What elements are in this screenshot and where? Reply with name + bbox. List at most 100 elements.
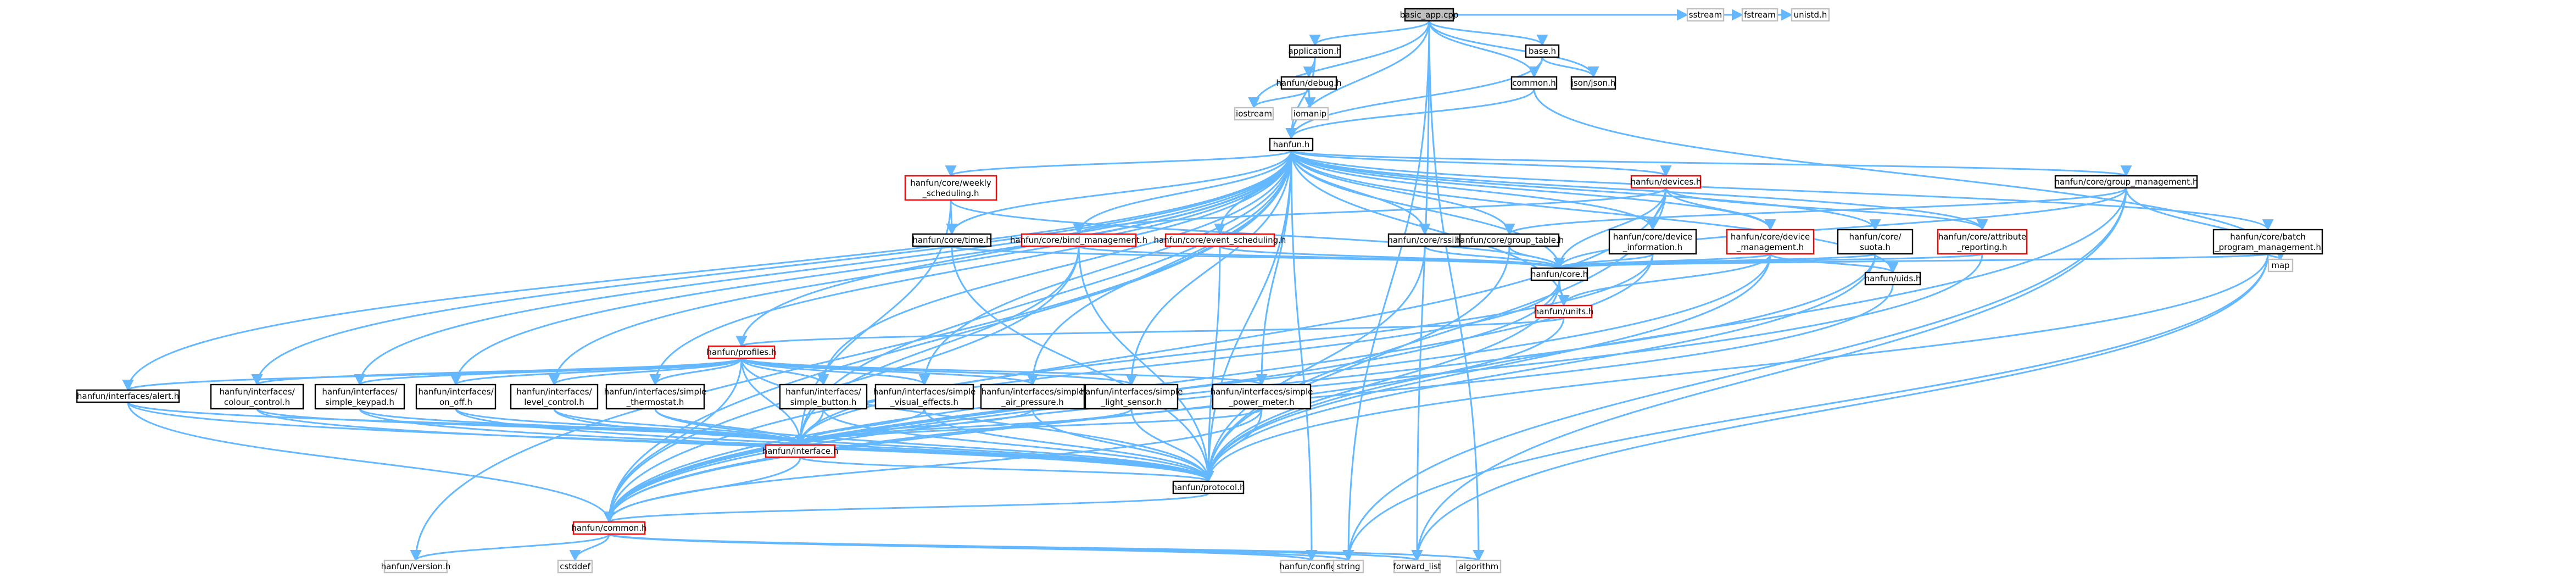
- edge-hanfun_h-to-hanfun_version: [410, 150, 1292, 562]
- node-profiles-h[interactable]: hanfun/profiles.h: [706, 345, 777, 359]
- edge-hanfun_debug_h-to-iostream: [1248, 88, 1310, 109]
- node-box: [1791, 8, 1830, 22]
- node-label: hanfun/units.h: [1534, 307, 1594, 316]
- node-label: hanfun/interfaces/level_control.h: [516, 387, 592, 408]
- node-box: [904, 175, 997, 201]
- edge-core_time-to-core_h: [951, 245, 1565, 270]
- edge-event_scheduling-to-core_h: [1219, 245, 1565, 270]
- node-uids-h[interactable]: hanfun/uids.h: [1865, 271, 1921, 286]
- node-group-table[interactable]: hanfun/core/group_table.h: [1455, 233, 1564, 247]
- edge-level_control-to-interface_h: [553, 408, 806, 447]
- edge-group_table-to-protocol_h: [1202, 246, 1510, 483]
- node-level-control[interactable]: hanfun/interfaces/level_control.h: [510, 384, 599, 410]
- edge-alert_h-to-hanfun_common: [127, 402, 615, 524]
- node-simple-air[interactable]: hanfun/interfaces/simple_air_pressure.h: [980, 384, 1085, 410]
- node-core-h[interactable]: hanfun/core.h: [1530, 267, 1588, 281]
- node-colour-control[interactable]: hanfun/interfaces/colour_control.h: [210, 384, 304, 410]
- edge-root-to-iostream: [1248, 20, 1430, 109]
- edge-hanfun_h-to-level_control: [548, 150, 1292, 386]
- node-group-management[interactable]: hanfun/core/group_management.h: [2055, 175, 2198, 189]
- node-suota[interactable]: hanfun/core/suota.h: [1837, 229, 1914, 255]
- node-on-off[interactable]: hanfun/interfaces/on_off.h: [415, 384, 497, 410]
- node-json-json-h[interactable]: json/json.h: [1570, 76, 1616, 90]
- edge-profiles_h-to-simple_keypad: [354, 357, 743, 386]
- node-box: [1570, 76, 1616, 90]
- node-label: hanfun/debug.h: [1276, 78, 1341, 88]
- node-units-h[interactable]: hanfun/units.h: [1534, 304, 1594, 319]
- node-devices-h[interactable]: hanfun/devices.h: [1630, 175, 1702, 189]
- node-cstddef: cstddef: [557, 559, 593, 574]
- node-device-information[interactable]: hanfun/core/device_information.h: [1608, 229, 1697, 255]
- edge-hanfun_h-to-simple_light: [1125, 150, 1292, 386]
- node-box: [1164, 233, 1275, 247]
- edge-root-to-forward_list: [1411, 20, 1430, 562]
- edge-batch_program-to-core_h: [1554, 253, 2269, 270]
- node-box: [1021, 233, 1137, 247]
- node-box: [383, 559, 448, 574]
- node-simple-thermostat[interactable]: hanfun/interfaces/simple_thermostat.h: [604, 384, 707, 410]
- edge-core_rssi-to-core_h: [1424, 246, 1565, 270]
- edge-simple_light-to-protocol_h: [1130, 408, 1214, 483]
- node-box: [1837, 229, 1914, 255]
- node-label: hanfun/core/group_table.h: [1455, 235, 1564, 246]
- node-attribute-reporting[interactable]: hanfun/core/attribute_reporting.h: [1937, 229, 2028, 255]
- node-box: [1686, 8, 1725, 22]
- node-simple-keypad[interactable]: hanfun/interfaces/simple_keypad.h: [314, 384, 405, 410]
- node-box: [1172, 480, 1245, 494]
- edge-hanfun_h-to-attribute_reporting: [1290, 150, 1988, 231]
- node-hanfun-h[interactable]: hanfun.h: [1269, 137, 1314, 152]
- node-hanfun-debug-h[interactable]: hanfun/debug.h: [1276, 76, 1342, 90]
- edge-common_h-to-map: [1533, 88, 2287, 261]
- node-label: hanfun/core/device_information.h: [1613, 232, 1692, 253]
- node-label: hanfun/interfaces/simple_button.h: [785, 387, 861, 408]
- node-event-scheduling[interactable]: hanfun/core/event_scheduling.h: [1154, 233, 1286, 247]
- node-bind-management[interactable]: hanfun/core/bind_management.h: [1010, 233, 1147, 247]
- edge-profiles_h-to-simple_light: [740, 357, 1137, 386]
- edge-root-to-string: [1342, 20, 1430, 562]
- node-batch-program[interactable]: hanfun/core/batch_program_management.h: [2212, 229, 2323, 255]
- node-label: hanfun/devices.h: [1631, 177, 1702, 187]
- node-iomanip: iomanip: [1291, 107, 1329, 121]
- edge-profiles_h-to-simple_button: [740, 358, 829, 386]
- node-simple-button[interactable]: hanfun/interfaces/simple_button.h: [779, 384, 868, 410]
- node-box: [707, 345, 776, 359]
- node-protocol-h[interactable]: hanfun/protocol.h: [1172, 480, 1245, 494]
- node-label: hanfun/interfaces/simple_visual_effects.…: [873, 387, 976, 408]
- node-box: [1291, 107, 1329, 121]
- node-simple-light[interactable]: hanfun/interfaces/simple_light_sensor.h: [1080, 384, 1183, 410]
- node-common-h[interactable]: common.h: [1510, 76, 1558, 90]
- node-simple-visual[interactable]: hanfun/interfaces/simple_visual_effects.…: [873, 384, 976, 410]
- edge-hanfun_h-to-simple_thermostat: [649, 150, 1292, 386]
- node-alert-h[interactable]: hanfun/interfaces/alert.h: [76, 389, 180, 403]
- node-box: [912, 233, 992, 247]
- node-simple-power[interactable]: hanfun/interfaces/simple_power_meter.h: [1211, 384, 1313, 410]
- node-device-management[interactable]: hanfun/core/device_management.h: [1726, 229, 1815, 255]
- node-root: basic_app.cpp: [1400, 8, 1458, 22]
- node-core-time[interactable]: hanfun/core/time.h: [912, 233, 992, 247]
- node-box: [1630, 175, 1702, 189]
- node-label: hanfun/interfaces/simple_air_pressure.h: [982, 387, 1084, 408]
- edge-profiles_h-to-interface_h: [740, 358, 806, 447]
- node-box: [210, 384, 304, 410]
- node-core-rssi[interactable]: hanfun/core/rssi.h: [1387, 233, 1462, 247]
- edge-simple_button-to-protocol_h: [822, 408, 1214, 483]
- node-algorithm: algorithm: [1456, 559, 1502, 574]
- edge-devices_h-to-protocol_h: [1202, 187, 1667, 483]
- node-label: application.h: [1288, 46, 1341, 56]
- node-hanfun-config: hanfun/config.h: [1279, 559, 1344, 574]
- node-application-h[interactable]: application.h: [1288, 44, 1342, 58]
- node-hanfun-common[interactable]: hanfun/common.h: [571, 521, 647, 535]
- edge-base_h-to-json_json_h: [1541, 57, 1599, 79]
- edge-hanfun_h-to-simple_keypad: [354, 150, 1292, 386]
- node-label: iomanip: [1293, 109, 1326, 119]
- node-weekly-scheduling[interactable]: hanfun/core/weekly_scheduling.h: [904, 175, 997, 201]
- edge-bind_management-to-protocol_h: [1078, 246, 1214, 483]
- node-forward-list: forward_list: [1393, 559, 1441, 574]
- node-base-h[interactable]: base.h: [1525, 44, 1560, 58]
- edge-units_h-to-profiles_h: [736, 316, 1565, 348]
- edge-devices_h-to-core_h: [1553, 187, 1667, 270]
- node-label: hanfun/interfaces/on_off.h: [418, 387, 494, 408]
- edge-root-to-base_h: [1428, 20, 1548, 47]
- edge-hanfun_h-to-bind_management: [1073, 150, 1292, 236]
- node-interface-h[interactable]: hanfun/interface.h: [762, 444, 839, 458]
